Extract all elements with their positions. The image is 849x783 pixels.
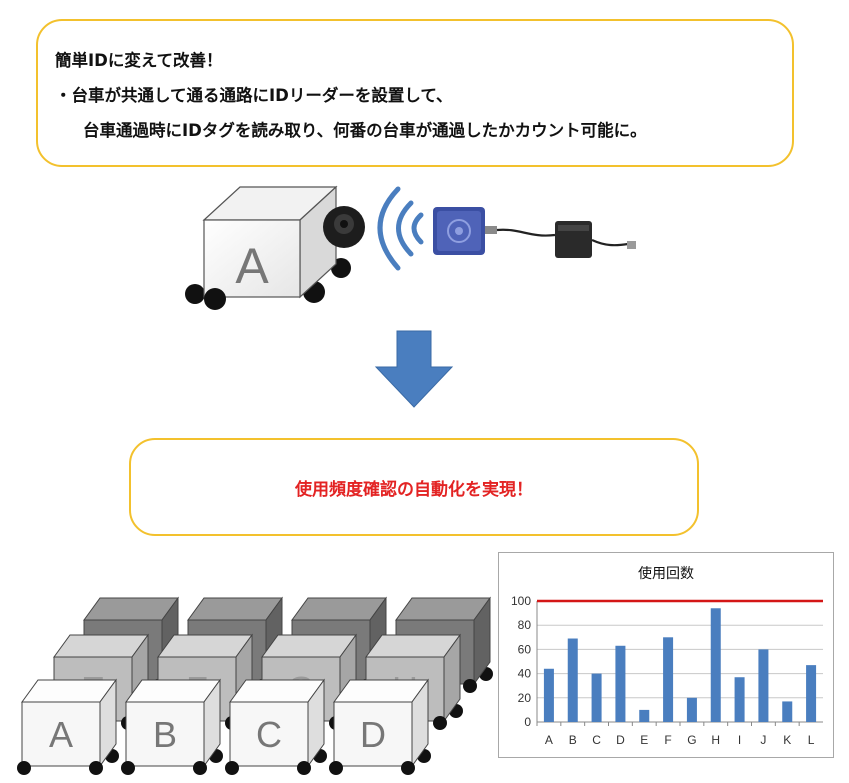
radio-wave-icon [377, 186, 424, 271]
x-tick-label: C [592, 733, 601, 747]
bar-b [567, 638, 578, 722]
x-tick-label: L [808, 733, 815, 747]
x-tick-label: D [616, 733, 625, 747]
bar-h [710, 608, 721, 722]
x-tick-label: A [545, 733, 553, 747]
bar-k [782, 701, 793, 722]
cart-label: A [49, 714, 73, 755]
y-tick-label: 60 [518, 642, 532, 656]
cart-a-illustration: A [185, 185, 351, 310]
callout-bullet-continuation: 台車通過時にIDタグを読み取り、何番の台車が通過したかカウント可能に。 [83, 121, 647, 140]
bar-c [591, 673, 602, 722]
cart-a: A [17, 678, 119, 775]
bar-a [543, 668, 554, 722]
result-text: 使用頻度確認の自動化を実現！ [295, 479, 533, 500]
cart-label: B [153, 714, 177, 755]
improvement-callout: 簡単IDに変えて改善！ ・台車が共通して通る通路にIDリーダーを設置して、 台車… [36, 19, 794, 167]
y-tick-label: 40 [518, 667, 532, 681]
bar-d [615, 645, 626, 722]
x-tick-label: K [783, 733, 791, 747]
x-tick-label: B [569, 733, 577, 747]
result-callout: 使用頻度確認の自動化を実現！ [129, 438, 699, 536]
id-reader-icon [433, 207, 636, 258]
bar-i [734, 677, 745, 722]
down-arrow [374, 330, 454, 408]
y-tick-label: 20 [518, 691, 532, 705]
bar-g [686, 697, 697, 722]
x-tick-label: E [640, 733, 648, 747]
cart-letter: A [235, 238, 269, 294]
x-tick-label: H [711, 733, 720, 747]
y-tick-label: 80 [518, 618, 532, 632]
x-tick-label: G [687, 733, 696, 747]
y-tick-label: 0 [524, 715, 531, 729]
bar-l [806, 665, 817, 722]
bar-e [639, 709, 650, 722]
cart-d: D [329, 678, 431, 775]
cart-fleet: IJKLEFGHABCD [17, 596, 493, 775]
bar-j [758, 649, 769, 722]
x-tick-label: I [738, 733, 741, 747]
y-tick-label: 100 [511, 594, 531, 608]
callout-bullet: ・台車が共通して通る通路にIDリーダーを設置して、 [55, 86, 453, 105]
cart-label: C [256, 714, 282, 755]
cart-label: D [360, 714, 386, 755]
x-tick-label: J [760, 733, 766, 747]
chart-title: 使用回数 [638, 566, 694, 582]
x-tick-label: F [664, 733, 671, 747]
cart-b: B [121, 678, 223, 775]
cart-c: C [225, 678, 327, 775]
callout-heading: 簡単IDに変えて改善！ [55, 51, 223, 70]
bar-f [663, 637, 674, 722]
id-tag-icon [323, 206, 365, 248]
